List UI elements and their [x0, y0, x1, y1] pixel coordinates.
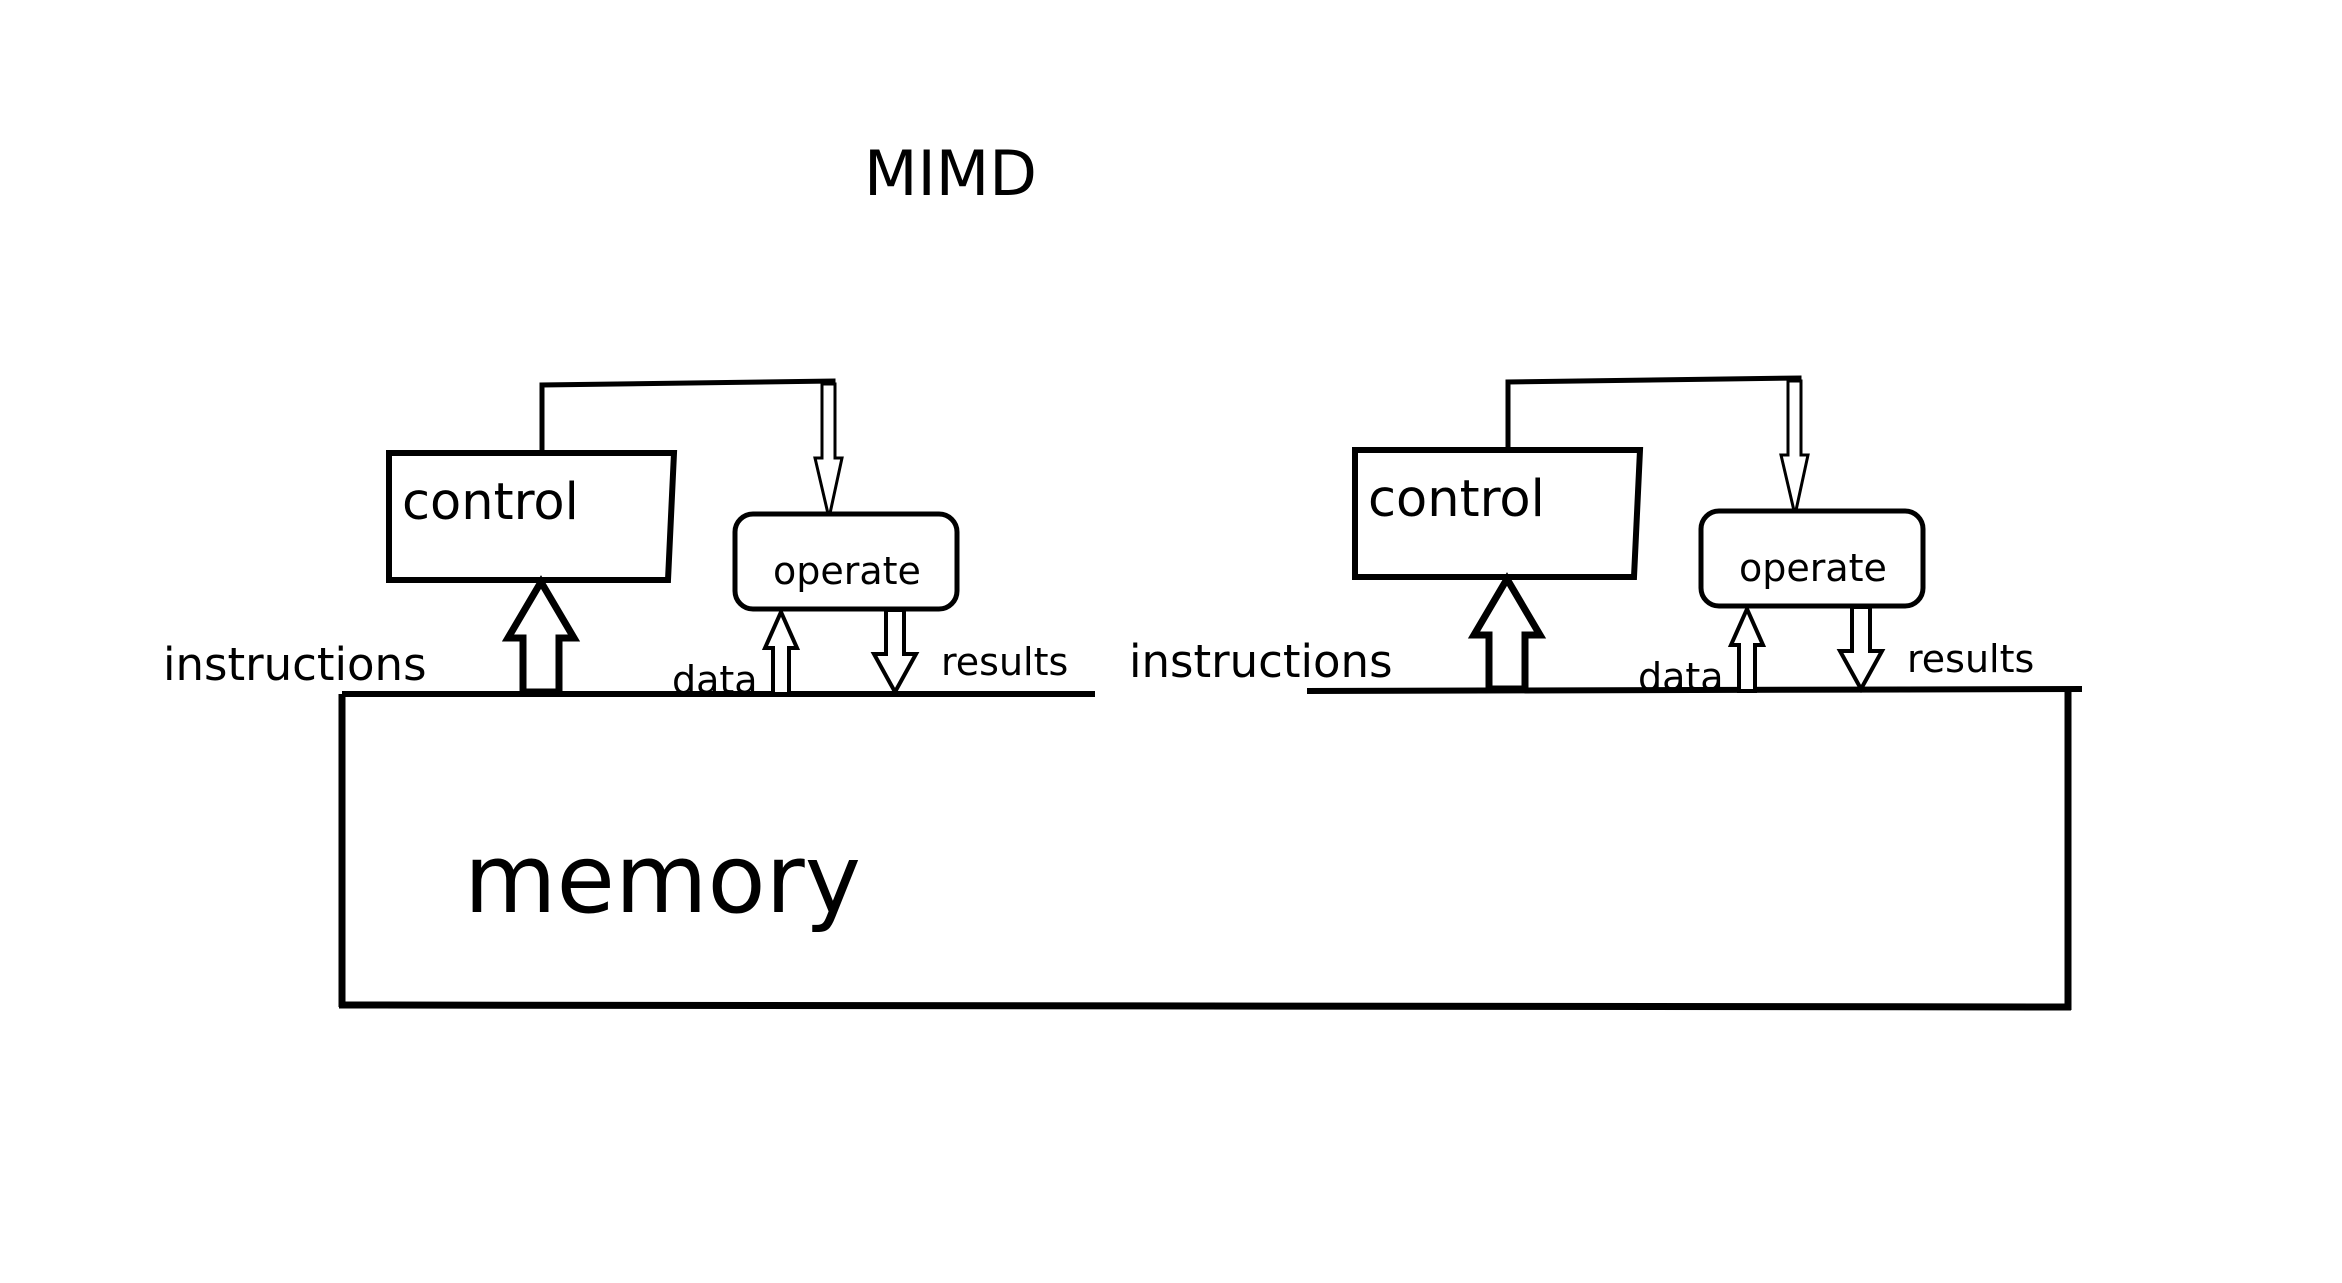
data-arrow — [1727, 604, 1767, 693]
control-label: control — [402, 473, 579, 532]
control-label: control — [1368, 470, 1545, 529]
control-to-operate-line — [1505, 375, 1802, 459]
control-box — [386, 450, 678, 583]
control-to-operate-arrow — [813, 382, 844, 519]
data-label: data — [672, 658, 758, 702]
memory-label: memory — [464, 825, 861, 935]
control-box — [1352, 447, 1644, 580]
results-label: results — [1907, 637, 2034, 681]
operate-box — [732, 511, 960, 612]
data-label: data — [1638, 655, 1724, 699]
instructions-label: instructions — [1129, 635, 1393, 688]
instructions-arrow — [1467, 572, 1547, 693]
processing-unit-1: control operate instructions data result… — [163, 378, 1068, 702]
control-to-operate-arrow — [1779, 379, 1810, 516]
memory-bottom-edge — [338, 1001, 2072, 1011]
instructions-arrow — [501, 575, 581, 696]
control-to-operate-line — [539, 378, 836, 462]
operate-label: operate — [773, 549, 921, 593]
diagram-title: MIMD — [864, 137, 1037, 210]
memory-top-edge-right — [1306, 686, 2083, 694]
results-arrow — [870, 608, 920, 697]
instructions-label: instructions — [163, 638, 427, 691]
memory-block: memory — [338, 686, 2083, 1011]
processing-unit-2: control operate instructions data result… — [1129, 375, 2034, 699]
operate-box — [1698, 508, 1926, 609]
operate-label: operate — [1739, 546, 1887, 590]
data-arrow — [761, 607, 801, 696]
results-arrow — [1836, 605, 1886, 694]
results-label: results — [941, 640, 1068, 684]
